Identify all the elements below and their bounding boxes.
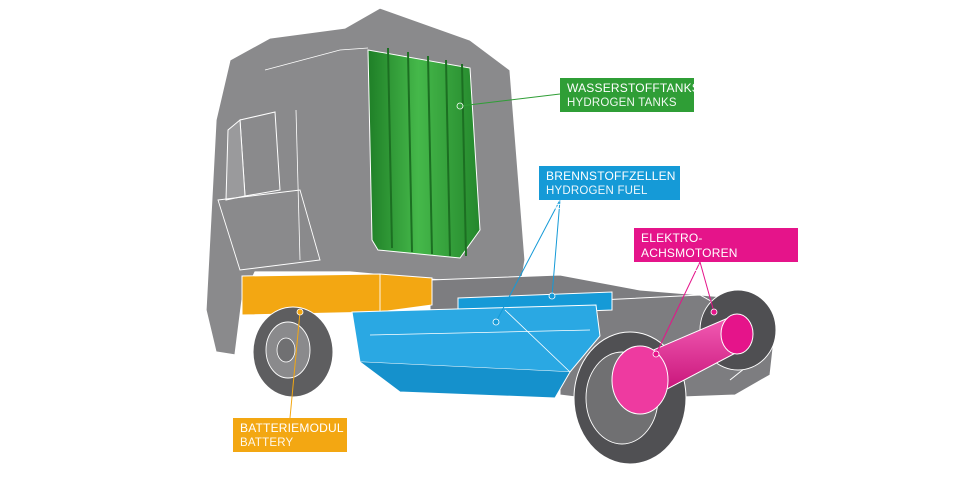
leader-lines (289, 93, 718, 419)
label-battery-module-de: BATTERIEMODUL (240, 421, 344, 435)
fuel-cells-shape (351, 291, 613, 399)
leader-axle-1 (655, 261, 701, 355)
hydrogen-tanks-shape (367, 47, 481, 259)
leader-fuel-cells-1 (551, 199, 561, 297)
label-fuel-cells-en: HYDROGEN FUEL CELLS (546, 185, 648, 212)
label-hydrogen-tanks: WASSERSTOFFTANKS HYDROGEN TANKS (560, 78, 700, 112)
label-fuel-cells: BRENNSTOFFZELLEN HYDROGEN FUEL CELLS (539, 166, 680, 212)
label-axle-drive-de: ELEKTRO-ACHSMOTOREN (641, 231, 738, 260)
leader-battery (289, 311, 301, 419)
front-wheel (252, 306, 334, 398)
leader-fuel-cells-2 (495, 199, 561, 323)
label-axle-drive: ELEKTRO-ACHSMOTOREN ELECTRIC REAR AXLE D… (634, 228, 798, 289)
axle-drive-shape (611, 313, 754, 415)
leader-hydrogen (459, 93, 561, 107)
label-battery-module-en: BATTERY MODULE (240, 437, 294, 464)
label-hydrogen-tanks-de: WASSERSTOFFTANKS (567, 81, 700, 95)
label-axle-drive-en: ELECTRIC REAR AXLE DRIVE (641, 262, 769, 289)
label-hydrogen-tanks-en: HYDROGEN TANKS (567, 97, 677, 109)
leader-axle-2 (699, 261, 715, 313)
label-fuel-cells-de: BRENNSTOFFZELLEN (546, 169, 676, 183)
label-battery-module: BATTERIEMODUL BATTERY MODULE (233, 418, 347, 464)
